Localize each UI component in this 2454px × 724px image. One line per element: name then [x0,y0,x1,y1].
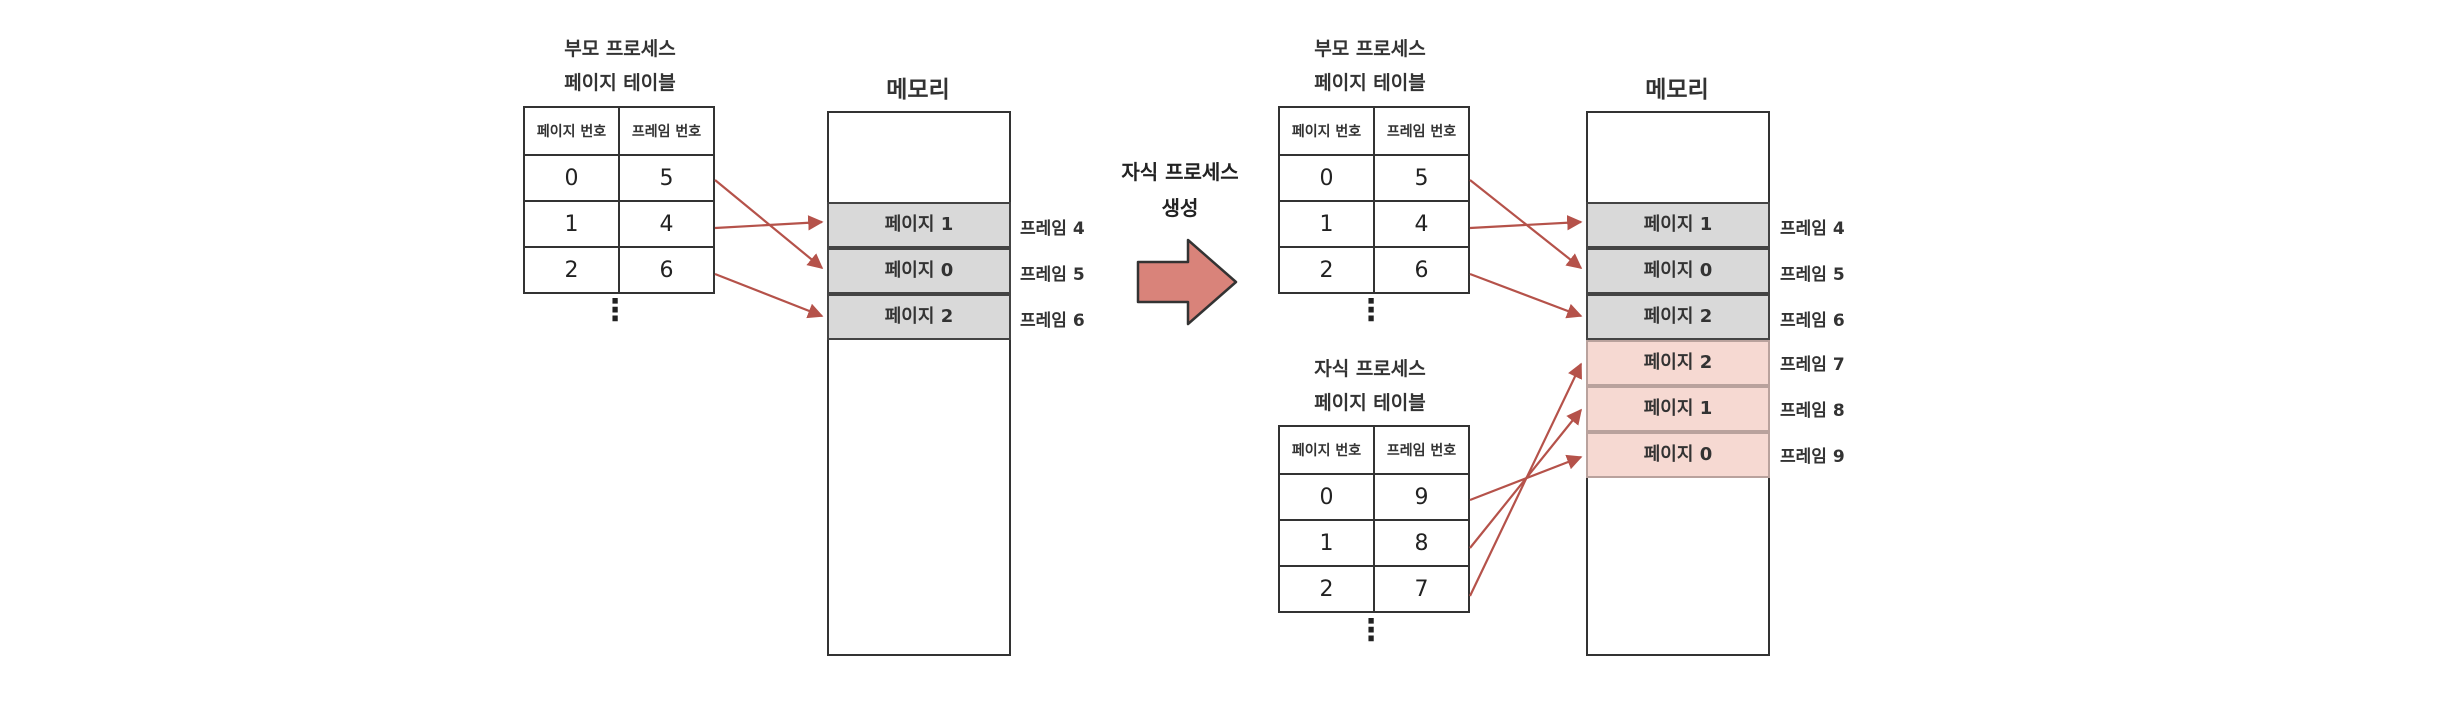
page-number-cell: 2 [1278,565,1375,613]
frame-number-cell: 4 [618,200,715,248]
arrow-page1-to-frame4 [1469,215,1583,231]
column-header-frame-number: 프레임 번호 [618,106,715,156]
column-header-frame-number: 프레임 번호 [1373,425,1470,475]
arrow-page2-to-frame6 [1469,272,1583,319]
right-parent-pointer-arrows [1469,179,1583,319]
frame-number-cell: 6 [618,246,715,294]
frame-number-cell: 5 [618,154,715,202]
right-memory-frame-8: 페이지 1 [1586,386,1770,432]
right-frame-label: 프레임 7 [1780,355,1845,375]
frame-number-cell: 4 [1373,200,1470,248]
left-pointer-arrows [714,179,824,319]
left-parent-table-caption: 부모 프로세스 페이지 테이블 [520,32,720,100]
column-header-page-number: 페이지 번호 [523,106,620,156]
column-header-page-number: 페이지 번호 [1278,425,1375,475]
page-number-cell: 2 [523,246,620,294]
transition-label: 자식 프로세스 생성 [1090,154,1270,226]
right-child-caption-line2: 페이지 테이블 [1314,392,1426,414]
right-memory-frame-6: 페이지 2 [1586,294,1770,340]
right-frame-label: 프레임 9 [1780,447,1845,467]
column-header-page-number: 페이지 번호 [1278,106,1375,156]
right-child-caption-line1: 자식 프로세스 [1314,358,1426,380]
right-frame-label: 프레임 4 [1780,219,1845,239]
left-frame-label: 프레임 6 [1020,311,1085,331]
right-parent-caption-line2: 페이지 테이블 [1314,72,1426,94]
big-right-arrow-icon [1136,238,1238,326]
right-frame-label: 프레임 5 [1780,265,1845,285]
frame-number-cell: 6 [1373,246,1470,294]
left-memory-title: 메모리 [886,77,950,103]
left-memory-frame-4: 페이지 1 [827,202,1011,248]
left-memory-frame-5: 페이지 0 [827,248,1011,294]
left-memory [827,111,1011,656]
table-row: 1 4 [1278,200,1470,248]
transition-label-line1: 자식 프로세스 [1121,160,1239,184]
transition-label-line2: 생성 [1161,196,1199,220]
arrow-page2-to-frame6 [714,272,824,319]
right-child-table-caption: 자식 프로세스 페이지 테이블 [1270,352,1470,420]
right-parent-caption-line1: 부모 프로세스 [1314,38,1426,60]
page-number-cell: 2 [1278,246,1375,294]
column-header-frame-number: 프레임 번호 [1373,106,1470,156]
right-parent-table-caption: 부모 프로세스 페이지 테이블 [1270,32,1470,100]
table-row: 0 9 [1278,473,1470,521]
right-memory-title: 메모리 [1645,77,1709,103]
right-memory-frame-9: 페이지 0 [1586,432,1770,478]
right-memory-frame-4: 페이지 1 [1586,202,1770,248]
page-number-cell: 0 [1278,154,1375,202]
left-frame-label: 프레임 5 [1020,265,1085,285]
frame-number-cell: 8 [1373,519,1470,567]
arrow-page1-to-frame4 [714,215,824,231]
right-memory-frame-5: 페이지 0 [1586,248,1770,294]
frame-number-cell: 9 [1373,473,1470,521]
page-number-cell: 1 [1278,200,1375,248]
right-parent-page-table: 페이지 번호 프레임 번호 0 5 1 4 2 6 [1278,106,1470,294]
right-memory-frame-7: 페이지 2 [1586,340,1770,386]
left-parent-caption-line1: 부모 프로세스 [564,38,676,60]
frame-number-cell: 5 [1373,154,1470,202]
frame-number-cell: 7 [1373,565,1470,613]
table-row: 2 6 [1278,246,1470,294]
table-row: 1 4 [523,200,715,248]
table-row: 0 5 [523,154,715,202]
left-memory-frame-6: 페이지 2 [827,294,1011,340]
right-frame-label: 프레임 6 [1780,311,1845,331]
right-frame-label: 프레임 8 [1780,401,1845,421]
table-row: 2 7 [1278,565,1470,613]
left-parent-page-table: 페이지 번호 프레임 번호 0 5 1 4 2 6 [523,106,715,294]
right-child-pointer-arrows [1469,362,1583,597]
page-number-cell: 0 [1278,473,1375,521]
right-child-page-table: 페이지 번호 프레임 번호 0 9 1 8 2 7 [1278,425,1470,613]
page-number-cell: 1 [523,200,620,248]
table-row: 0 5 [1278,154,1470,202]
arrow-page2-to-frame7 [1469,362,1582,597]
left-parent-caption-line2: 페이지 테이블 [564,72,676,94]
table-row: 2 6 [523,246,715,294]
table-row: 1 8 [1278,519,1470,567]
left-frame-label: 프레임 4 [1020,219,1085,239]
page-number-cell: 1 [1278,519,1375,567]
page-number-cell: 0 [523,154,620,202]
